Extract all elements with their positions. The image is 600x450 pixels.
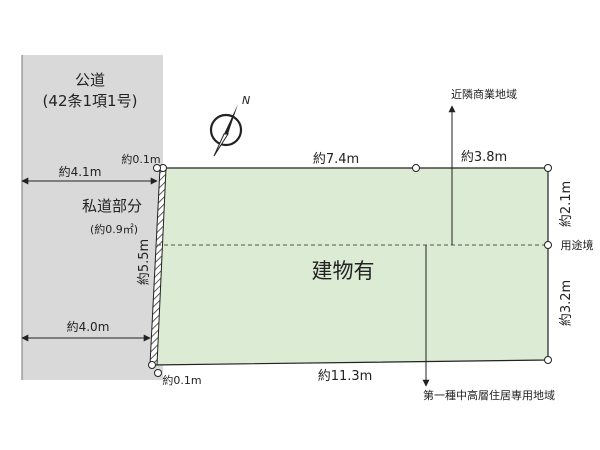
survey-point	[412, 164, 420, 172]
building-label: 建物有	[312, 259, 375, 283]
survey-point	[153, 164, 161, 172]
private-road-label: 私道部分	[82, 197, 142, 215]
road-designation: (42条1項1号)	[43, 92, 138, 110]
lower-zone-label: 第一種中高層住居専用地域	[423, 388, 555, 402]
road-title: 公道	[75, 71, 105, 89]
setback-top-label: 約0.1m	[121, 152, 160, 166]
top-left-frontage-label: 約7.4m	[313, 152, 359, 167]
survey-point	[544, 164, 552, 172]
survey-point	[544, 241, 552, 249]
survey-point	[148, 361, 156, 369]
upper-zone-label: 近隣商業地域	[451, 87, 517, 101]
right-upper-depth-label: 約2.1m	[559, 181, 574, 227]
survey-point	[544, 356, 552, 364]
zoning-boundary-label: 用途境	[561, 238, 594, 252]
road-width-bottom-label: 約4.0m	[67, 319, 110, 334]
right-lower-depth-label: 約3.2m	[559, 280, 574, 326]
road-width-top-label: 約4.1m	[59, 164, 102, 179]
bottom-frontage-label: 約11.3m	[318, 369, 373, 384]
top-right-frontage-label: 約3.8m	[461, 150, 507, 165]
survey-point	[154, 369, 162, 377]
compass-north-label: N	[242, 94, 250, 107]
compass-icon: N	[209, 94, 250, 157]
private-road-area: (約0.9㎡)	[90, 222, 138, 236]
setback-bottom-label: 約0.1m	[162, 373, 201, 387]
left-depth-label: 約5.5m	[137, 239, 152, 285]
public-road	[22, 55, 163, 380]
